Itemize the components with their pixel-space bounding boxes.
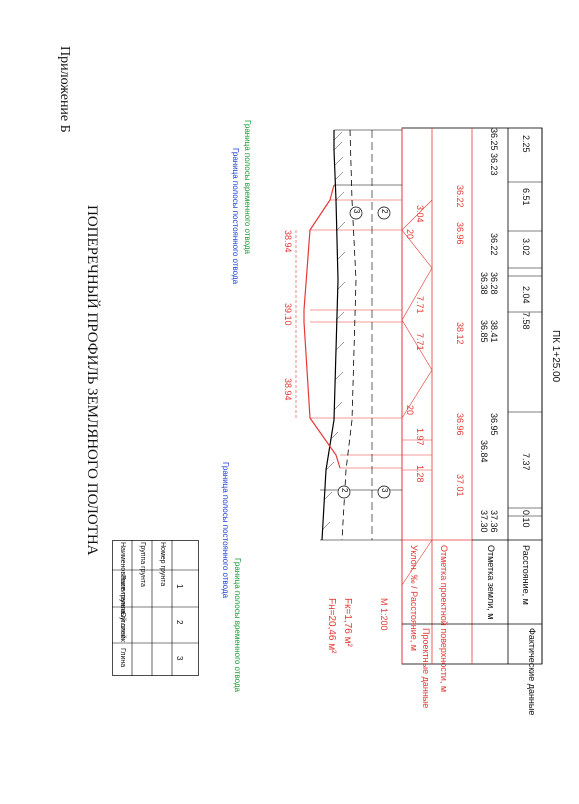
design-mark: 36.96: [455, 413, 465, 436]
distance-value: 2.25: [521, 135, 531, 153]
design-mark: 37.01: [455, 474, 465, 497]
boundary-temp-right: Граница полосы временного отвода: [243, 120, 252, 254]
legend-row-3-name: Глина: [119, 648, 126, 668]
distance-value: 7.58: [521, 312, 531, 330]
band-group-design: Проектные данные: [421, 628, 431, 709]
legend-row-2-num: 2: [175, 620, 184, 625]
ground-mark: 36.28: [489, 272, 499, 295]
slope-value: 1.28: [415, 465, 425, 483]
elevation-label: 38.94: [283, 378, 293, 401]
ground-mark: 37.30: [479, 510, 489, 533]
cross-section-drawing: [295, 127, 543, 665]
ground-mark: 36.25: [489, 128, 499, 151]
band-row-distance: Расстояние, м: [521, 545, 531, 605]
ground-mark: 36.84: [479, 440, 489, 463]
area-fn: Fн=20,46 м²: [326, 598, 337, 654]
ground-mark: 36.95: [489, 413, 499, 436]
boundary-perm-right: Граница полосы постоянного отвода: [231, 148, 240, 285]
soil-marker: 2: [380, 209, 389, 214]
soil-marker: 3: [380, 488, 389, 493]
ground-mark: 36.22: [489, 233, 499, 256]
distance-value: 0.10: [521, 510, 531, 528]
slope-value: 7.71: [415, 296, 425, 314]
legend-header-group: Группа грунта: [139, 542, 146, 587]
area-fk: Fк=1,76 м²: [342, 598, 353, 647]
legend-row-1-num: 1: [175, 584, 184, 589]
ground-mark: 37.36: [489, 510, 499, 533]
slope-value: 20: [405, 405, 415, 416]
design-mark: 36.96: [455, 222, 465, 245]
slope-value: 20: [405, 229, 415, 240]
design-mark: 36.22: [455, 185, 465, 208]
boundary-perm-left: Граница полосы постоянного отвода: [221, 462, 230, 599]
distance-value: 7.37: [521, 453, 531, 471]
slope-value: 3.04: [415, 205, 425, 223]
ground-mark: 36.23: [489, 153, 499, 176]
band-row-slope: Уклон, ‰ / Расстояние, м: [409, 545, 419, 651]
soil-legend-table: [112, 540, 199, 676]
ground-mark: 36.85: [479, 320, 489, 343]
elevation-label: 39.10: [283, 303, 293, 326]
distance-value: 6.51: [521, 188, 531, 206]
distance-value: 2.04: [521, 286, 531, 304]
distance-value: 3.02: [521, 238, 531, 256]
slope-value: 7.71: [415, 333, 425, 351]
ground-mark: 36.38: [479, 272, 489, 295]
soil-marker: 3: [352, 209, 361, 214]
elevation-label: 38.94: [283, 230, 293, 253]
legend-row-2-name: Суглинок: [119, 612, 126, 642]
ground-mark: 38.41: [489, 320, 499, 343]
band-row-ground-mark: Отметка земли, м: [486, 545, 496, 620]
band-group-actual: Фактические данные: [527, 628, 537, 716]
legend-header-num: Номер грунта: [159, 542, 166, 587]
slope-value: 1.97: [415, 428, 425, 446]
legend-row-3-num: 3: [175, 656, 184, 661]
appendix-label: Приложение Б: [57, 46, 72, 133]
boundary-temp-left: Граница полосы временного отвода: [233, 558, 242, 692]
scale-label: М 1:200: [379, 598, 389, 631]
band-row-design-mark: Отметка проектной поверхности, м: [439, 545, 449, 693]
picket-label: ПК 1+25.00: [550, 330, 561, 383]
soil-marker: 2: [340, 488, 349, 493]
drawing-title: ПОПЕРЕЧНЫЙ ПРОФИЛЬ ЗЕМЛЯНОГО ПОЛОТНА: [84, 205, 100, 556]
design-mark: 38.12: [455, 322, 465, 345]
